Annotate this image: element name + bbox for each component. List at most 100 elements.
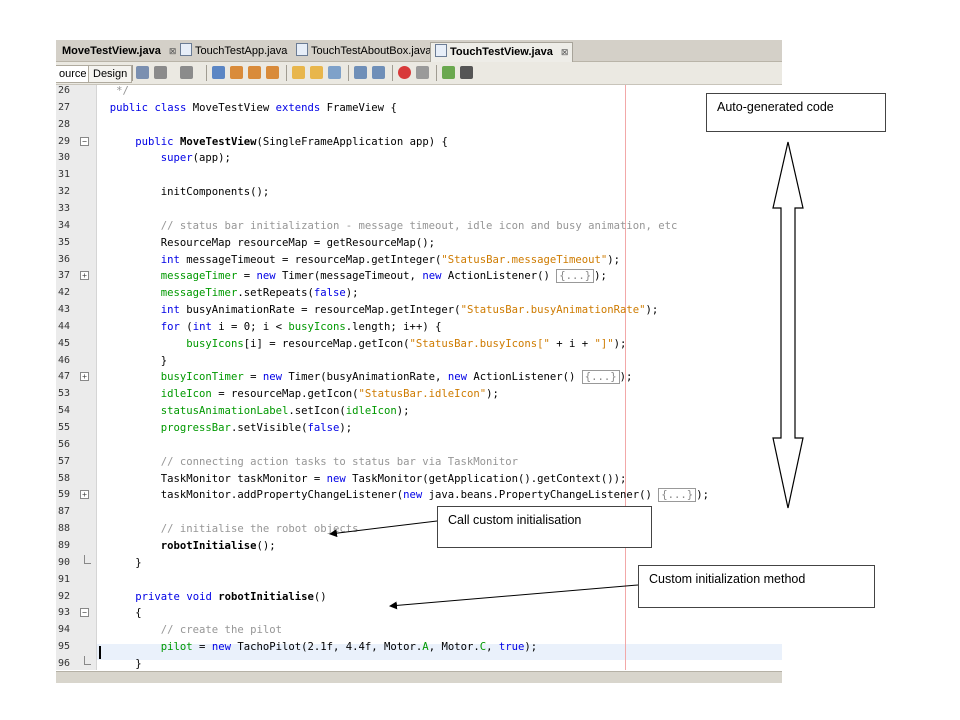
code-text: }: [97, 556, 142, 569]
line-number: 57: [58, 455, 71, 467]
fold-collapse-icon[interactable]: −: [80, 136, 89, 146]
code-text: busyIconTimer = new Timer(busyAnimationR…: [160, 370, 633, 385]
tab-label: TouchTestView.java: [450, 46, 553, 58]
previous-bookmark-icon[interactable]: [292, 66, 305, 79]
custom-method-arrow: [389, 584, 639, 610]
auto-generated-callout: Auto-generated code: [706, 93, 886, 132]
java-file-icon: [435, 44, 447, 57]
line-number-gutter: [56, 85, 97, 670]
code-text: taskMonitor.addPropertyChangeListener(ne…: [97, 488, 709, 503]
call-custom-arrow: [329, 520, 438, 538]
code-text: for (int i = 0; i < busyIcons.length; i+…: [160, 320, 442, 333]
text-caret: [99, 646, 101, 659]
line-number: 58: [58, 472, 71, 484]
callout-text: Call custom initialisation: [448, 513, 582, 527]
toolbar-separator: [436, 65, 437, 81]
tab-touchtestview[interactable]: TouchTestView.java ⊠: [430, 42, 574, 62]
line-number: 87: [58, 506, 71, 518]
line-number: 33: [58, 202, 71, 214]
fold-end-marker: [84, 554, 91, 564]
code-text: {: [97, 607, 142, 620]
next-bookmark-icon[interactable]: [310, 66, 323, 79]
fold-expand-icon[interactable]: +: [80, 271, 89, 281]
line-number: 95: [58, 641, 71, 653]
search-icon[interactable]: [212, 66, 225, 79]
code-text: idleIcon = resourceMap.getIcon("StatusBa…: [160, 388, 499, 401]
line-number: 28: [58, 118, 71, 130]
line-number: 55: [58, 422, 71, 433]
line-number: 53: [58, 388, 71, 400]
line-number: 36: [58, 253, 71, 265]
line-number: 34: [58, 219, 71, 231]
line-number: 93: [58, 607, 71, 619]
code-text: messageTimer = new Timer(messageTimeout,…: [160, 269, 607, 284]
java-file-icon: [296, 43, 308, 56]
close-icon[interactable]: ⊠: [560, 47, 569, 57]
design-view-tab[interactable]: Design: [88, 65, 133, 83]
fold-collapse-icon[interactable]: −: [80, 608, 89, 618]
current-line-highlight: [97, 644, 782, 660]
line-number: 90: [58, 556, 71, 568]
history-icon[interactable]: [136, 66, 149, 79]
shift-left-icon[interactable]: [354, 66, 367, 79]
ide-window: MoveTestView.java⊠ TouchTestApp.java⊠ To…: [56, 40, 782, 683]
toolbar-separator: [348, 65, 349, 81]
code-text: public MoveTestView(SingleFrameApplicati…: [135, 135, 448, 148]
line-number: 42: [58, 287, 71, 299]
toolbar-separator: [286, 65, 287, 81]
tab-label: MoveTestView.java: [62, 45, 161, 57]
find-next-icon[interactable]: [248, 66, 261, 79]
forward-icon[interactable]: [180, 66, 193, 79]
comment-icon[interactable]: [442, 66, 455, 79]
code-text: super(app);: [160, 152, 231, 165]
record-macro-icon[interactable]: [398, 66, 411, 79]
code-text: int messageTimeout = resourceMap.getInte…: [160, 253, 621, 266]
line-number: 92: [58, 590, 71, 602]
tab-touchtestaboutbox[interactable]: TouchTestAboutBox.java⊠: [296, 42, 447, 61]
line-number: 46: [58, 354, 71, 366]
toolbar-separator: [392, 65, 393, 81]
right-margin-line: [625, 85, 626, 670]
code-text: ResourceMap resourceMap = getResourceMap…: [97, 236, 436, 249]
uncomment-icon[interactable]: [460, 66, 473, 79]
line-number: 27: [58, 101, 71, 113]
toolbar-separator: [132, 65, 133, 81]
code-text: statusAnimationLabel.setIcon(idleIcon);: [160, 405, 410, 418]
back-icon[interactable]: [154, 66, 167, 79]
toggle-highlight-icon[interactable]: [266, 66, 279, 79]
editor-toolbar: ource Design: [56, 62, 782, 85]
shift-right-icon[interactable]: [372, 66, 385, 79]
call-custom-callout: Call custom initialisation: [437, 506, 652, 548]
code-text: // status bar initialization - message t…: [160, 219, 678, 232]
toggle-bookmark-icon[interactable]: [328, 66, 341, 79]
fold-expand-icon[interactable]: +: [80, 372, 89, 382]
line-number: 88: [58, 523, 71, 535]
line-number: 35: [58, 236, 71, 248]
tab-label: TouchTestAboutBox.java: [311, 45, 432, 57]
double-arrow-icon: [772, 141, 804, 509]
fold-end-marker: [84, 655, 91, 665]
line-number: 43: [58, 304, 71, 316]
callout-text: Custom initialization method: [649, 572, 806, 586]
code-text: progressBar.setVisible(false);: [160, 422, 353, 434]
code-text: messageTimer.setRepeats(false);: [160, 287, 359, 300]
code-text: // create the pilot: [160, 624, 282, 637]
find-previous-icon[interactable]: [230, 66, 243, 79]
code-text: robotInitialise();: [160, 539, 276, 552]
line-number: 56: [58, 438, 71, 450]
code-editor[interactable]: 26 */ 27 public class MoveTestView extend…: [56, 85, 782, 683]
code-text: private void robotInitialise(): [135, 590, 327, 603]
toolbar-separator: [206, 65, 207, 81]
code-text: TaskMonitor taskMonitor = new TaskMonito…: [97, 472, 627, 485]
fold-expand-icon[interactable]: +: [80, 490, 89, 500]
line-number: 96: [58, 657, 71, 669]
close-icon[interactable]: ⊠: [168, 46, 177, 56]
code-text: */: [109, 85, 129, 97]
code-text: public class MoveTestView extends FrameV…: [109, 101, 397, 114]
line-number: 37: [58, 270, 71, 282]
line-number: 44: [58, 320, 71, 332]
stop-macro-icon[interactable]: [416, 66, 429, 79]
line-number: 26: [58, 85, 71, 96]
tab-movetestview[interactable]: MoveTestView.java ⊠: [62, 42, 176, 61]
